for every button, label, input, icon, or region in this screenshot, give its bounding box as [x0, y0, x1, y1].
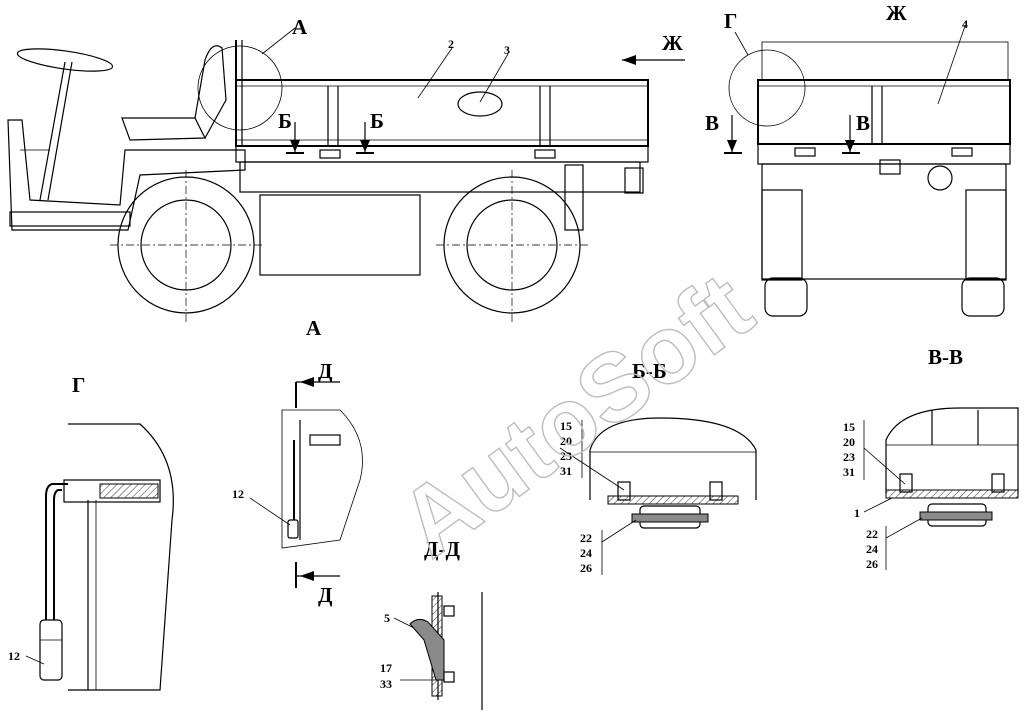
bb-callout-26: 26	[580, 561, 592, 575]
callout-12-a: 12	[232, 487, 244, 501]
callout-5: 5	[384, 611, 390, 625]
section-vv-title: В-В	[928, 345, 963, 369]
callout-12-g: 12	[8, 649, 20, 663]
front-wheel	[110, 170, 262, 325]
label-section-v-left: В	[705, 111, 719, 135]
section-dd: Д-Д 5 17 33	[380, 537, 483, 710]
view-a-title: А	[306, 316, 322, 340]
view-g-detail: Г 12	[8, 373, 174, 691]
section-bb: Б-Б 15 20 23 31 22 24 26	[559, 359, 757, 575]
label-view-zh-arrow: Ж	[662, 31, 683, 55]
bb-callout-20: 20	[560, 434, 572, 448]
vv-callout-15: 15	[843, 420, 855, 434]
vv-callout-31: 31	[843, 465, 855, 479]
cargo-body-side	[235, 40, 649, 163]
label-cut-d-top: Д	[318, 359, 333, 383]
label-section-b-right: Б	[370, 109, 384, 133]
rear-view: Ж 4 Г В В	[705, 1, 1011, 317]
bb-callout-24: 24	[580, 546, 592, 560]
detail-circle-g	[728, 49, 806, 127]
seat	[121, 45, 227, 141]
vv-callout-23: 23	[843, 450, 855, 464]
detail-circle-a	[197, 45, 283, 131]
callout-17: 17	[380, 661, 392, 675]
label-section-b-left: Б	[278, 109, 292, 133]
bb-callout-23: 23	[560, 449, 572, 463]
rear-wheel	[436, 170, 588, 325]
section-bb-title: Б-Б	[632, 359, 667, 383]
watermark: AutoSoft	[380, 253, 771, 578]
label-detail-a: А	[292, 15, 308, 39]
label-section-v-right: В	[856, 111, 870, 135]
callout-3: 3	[504, 43, 510, 57]
bb-callout-22: 22	[580, 531, 592, 545]
label-cut-d-bottom: Д	[318, 583, 333, 607]
bb-callout-31: 31	[560, 464, 572, 478]
view-a-detail: А Д 12 Д	[232, 316, 363, 607]
section-vv: В-В 15 20 23 31 1 22 24 26	[843, 345, 1019, 571]
steering-wheel	[16, 48, 114, 201]
vv-callout-24: 24	[866, 542, 878, 556]
vv-callout-26: 26	[866, 557, 878, 571]
callout-4: 4	[962, 17, 968, 31]
vv-callout-1: 1	[854, 506, 860, 520]
section-dd-title: Д-Д	[424, 537, 460, 561]
callout-33: 33	[380, 677, 392, 691]
view-g-title: Г	[72, 373, 85, 397]
vv-callout-22: 22	[866, 527, 878, 541]
view-zh-title: Ж	[886, 1, 907, 25]
callout-2: 2	[448, 37, 454, 51]
side-view: А 2 3 Ж Б Б	[7, 15, 685, 325]
label-detail-g: Г	[724, 9, 737, 33]
vv-callout-20: 20	[843, 435, 855, 449]
bb-callout-15: 15	[560, 419, 572, 433]
